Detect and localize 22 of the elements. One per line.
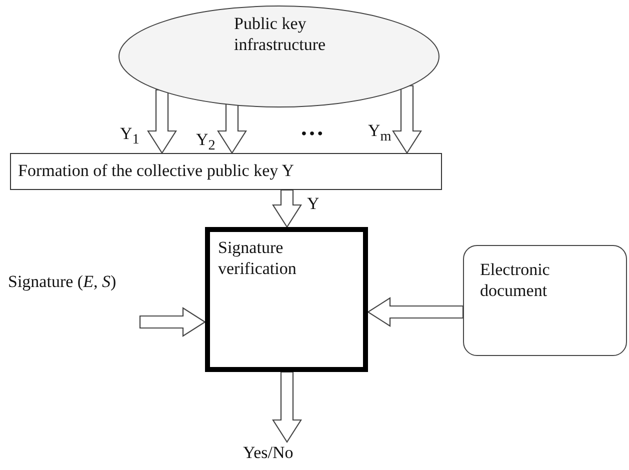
- node-text: Yes/No: [243, 442, 294, 463]
- document-box: [463, 245, 627, 356]
- node-text: Formation of the collective public key Y: [18, 160, 294, 181]
- node-text: Public key infrastructure: [234, 13, 327, 55]
- block-arrow: [217, 103, 247, 154]
- block-arrow: [392, 85, 422, 154]
- node-text: Signature verification: [218, 237, 298, 279]
- node-text: Electronic document: [480, 259, 551, 301]
- infrastructure-ellipse: [118, 5, 440, 108]
- block-arrow: [272, 371, 302, 444]
- edge-label: Y$_{m}$: [368, 121, 392, 146]
- edge-label: Y: [307, 194, 320, 214]
- block-arrow: [366, 297, 464, 327]
- edge-label: Y$_{2}$: [196, 130, 216, 156]
- block-arrow: [139, 307, 206, 337]
- block-arrow: [272, 189, 302, 228]
- node-text: Signature (E, S): [8, 271, 116, 292]
- edge-label: Y$_{1}$: [120, 124, 140, 150]
- ellipsis-label: …: [300, 118, 324, 138]
- verification-box: [205, 227, 368, 372]
- block-arrow: [147, 89, 177, 154]
- process-box: [10, 153, 442, 190]
